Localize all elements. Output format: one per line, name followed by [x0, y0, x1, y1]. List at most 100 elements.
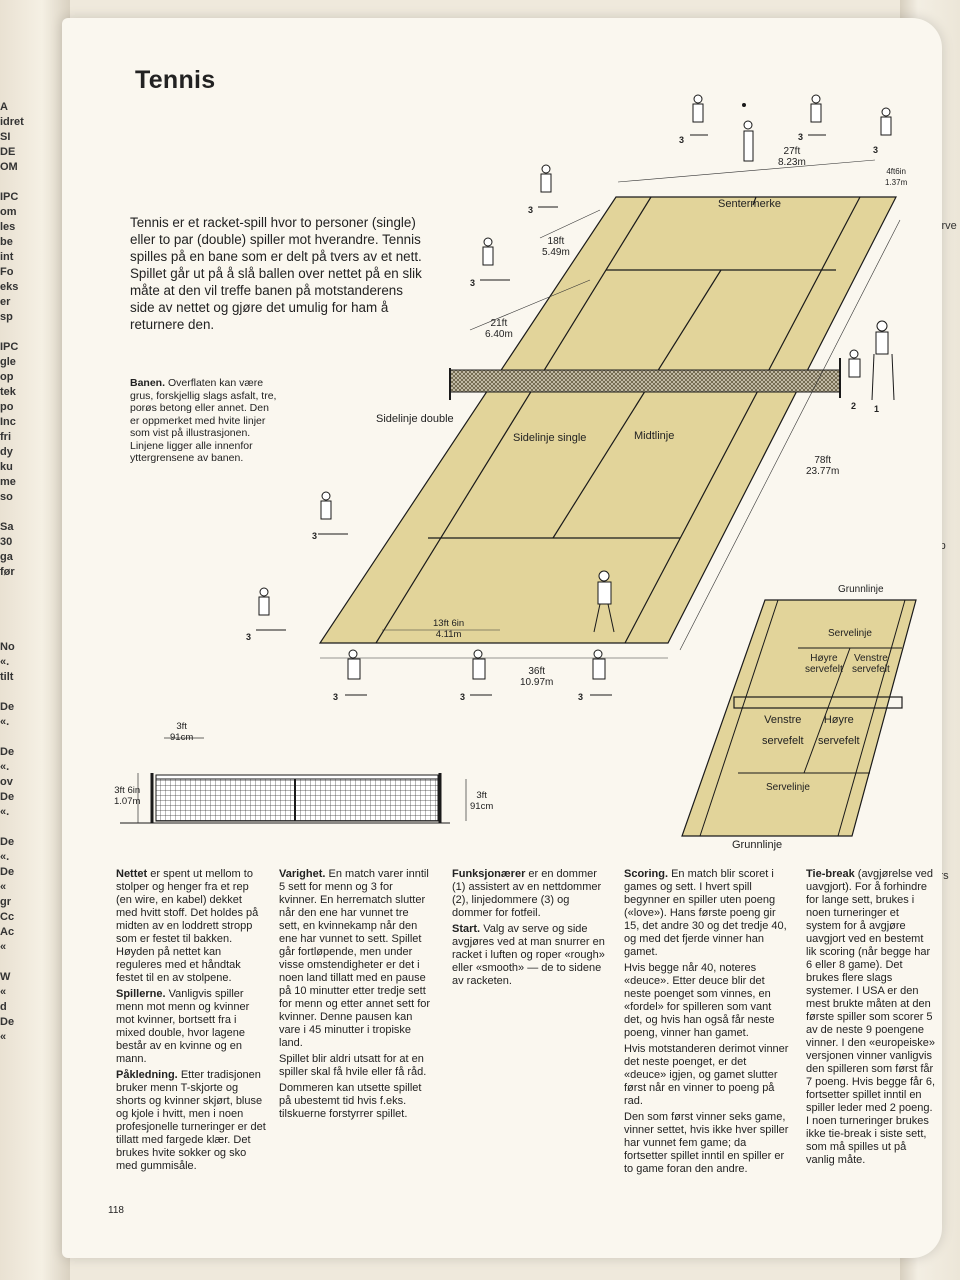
label-sentermerke: Sentermerke: [718, 198, 781, 210]
previous-page-fragment: «.: [0, 761, 10, 773]
court-net: [449, 369, 841, 393]
column-paragraph: Scoring. En match blir scoret i games og…: [624, 868, 789, 959]
text-column-4: Scoring. En match blir scoret i games og…: [624, 868, 789, 1179]
paragraph-heading: Nettet: [116, 868, 148, 880]
banen-paragraph: Banen. Overflaten kan være grus, forskje…: [130, 377, 280, 465]
label-grunnlinje-top: Grunnlinje: [838, 584, 884, 595]
label-sidelinje-double: Sidelinje double: [376, 413, 454, 425]
previous-page-fragment: «.: [0, 716, 10, 728]
umpire-figures: [256, 94, 895, 696]
linesman-figure: [880, 107, 892, 136]
previous-page-fragment: De: [0, 746, 15, 758]
previous-page-fragment: De: [0, 866, 15, 878]
sideline-single-right: [624, 196, 861, 644]
dim-value: 6.40m: [485, 329, 513, 340]
dim-value: 91cm: [470, 801, 494, 812]
previous-page-fragment: d: [0, 1001, 7, 1013]
label-word: Høyre: [823, 714, 854, 726]
previous-page-fragment: er: [0, 296, 11, 308]
label-midtlinje: Midtlinje: [634, 430, 675, 442]
previous-page-fragment: DE: [0, 146, 16, 158]
dim-value: 10.97m: [520, 677, 554, 688]
paragraph-text: Spillet blir aldri utsatt for at en spil…: [279, 1053, 427, 1078]
small-court: [681, 599, 917, 837]
small-center-line: [803, 647, 851, 774]
dim-line-78ft: [679, 219, 901, 651]
paragraph-heading: Scoring.: [624, 868, 669, 880]
label-word: Venstre: [764, 714, 802, 726]
sideline-single-left: [375, 196, 652, 644]
paragraph-text: Den som først vinner seks game, vinner s…: [624, 1111, 789, 1175]
paragraph-text: Hvis motstanderen derimot vinner det nes…: [624, 1043, 789, 1107]
previous-page-fragment: ov: [0, 776, 13, 788]
dim-value: 8.23m: [778, 157, 806, 168]
previous-page-fragment: De: [0, 1016, 15, 1028]
column-paragraph: Nettet er spent ut mellom to stolper og …: [116, 868, 266, 985]
paragraph-text: Valg av serve og side avgjøres ved at ma…: [452, 923, 605, 987]
paragraph-text: Vanligvis spiller menn mot menn og kvinn…: [116, 988, 250, 1065]
column-paragraph: Den som først vinner seks game, vinner s…: [624, 1111, 789, 1176]
previous-page-fragment: tek: [0, 386, 16, 398]
label-grunnlinje-bottom: Grunnlinje: [732, 839, 783, 851]
label-servelinje-bottom: Servelinje: [766, 782, 810, 793]
dim-value: 18ft: [547, 236, 565, 247]
previous-page-fragment: so: [0, 491, 13, 503]
column-paragraph: Hvis begge når 40, noteres «deuce». Ette…: [624, 962, 789, 1040]
previous-page-fragment: No: [0, 641, 15, 653]
small-sideline-left: [699, 599, 779, 837]
previous-page-fragment: «.: [0, 806, 10, 818]
net-side-view: [155, 774, 439, 822]
previous-page-fragment: idret: [0, 116, 24, 128]
banen-text: Overflaten kan være grus, forskjellig sl…: [130, 377, 277, 464]
dim-value: 27ft: [783, 146, 801, 157]
page-title: Tennis: [135, 66, 216, 94]
judge-number: 2: [851, 401, 857, 411]
judge-number: 3: [798, 132, 804, 142]
linesman-figure: [690, 94, 708, 136]
label-sidelinje-single: Sidelinje single: [513, 432, 587, 444]
dim-value: 1.37m: [885, 178, 908, 187]
previous-page-fragment: ku: [0, 461, 13, 473]
linesman-figure: [256, 587, 286, 631]
linesman-figure: [538, 164, 558, 208]
judge-number: 3: [679, 135, 685, 145]
court-surface: [318, 196, 897, 644]
previous-page-fragment: «: [0, 881, 7, 893]
judge-number: 3: [460, 692, 466, 702]
paragraph-heading: Spillerne.: [116, 988, 166, 1000]
judge-number: 3: [333, 692, 339, 702]
judge-number: 3: [312, 531, 318, 541]
dim-line-27ft: [617, 159, 876, 183]
net-judge-figure: [848, 349, 861, 378]
previous-page-fragment: De: [0, 701, 15, 713]
dim-value: 3ft 6in: [114, 785, 141, 796]
previous-page-fragment: Ac: [0, 926, 15, 938]
linesman-figure: [345, 649, 367, 696]
paragraph-text: Etter tradisjonen bruker menn T-skjorte …: [116, 1069, 266, 1172]
previous-page-fragment: W: [0, 971, 11, 983]
previous-page-fragment: «: [0, 1031, 7, 1043]
label-word: servefelt: [762, 735, 804, 747]
dim-value: 21ft: [490, 318, 508, 329]
label-word: servefelt: [852, 664, 890, 675]
dim-value: 36ft: [528, 666, 546, 677]
judge-number: 3: [246, 632, 252, 642]
previous-page-fragment: Fo: [0, 266, 14, 278]
previous-page-fragment: po: [0, 401, 14, 413]
dim-value: 78ft: [814, 455, 832, 466]
previous-page-fragment: SI: [0, 131, 11, 143]
previous-page-fragment: op: [0, 371, 14, 383]
column-paragraph: Start. Valg av serve og side avgjøres ve…: [452, 923, 607, 988]
server-player-figure: [742, 103, 754, 162]
dim-value: 3ft: [176, 721, 187, 732]
page-number: 118: [108, 1205, 124, 1216]
linesman-figure: [808, 94, 826, 136]
paragraph-text: En match varer inntil 5 sett for menn og…: [279, 868, 431, 1049]
dim-line-18ft: [539, 209, 601, 239]
